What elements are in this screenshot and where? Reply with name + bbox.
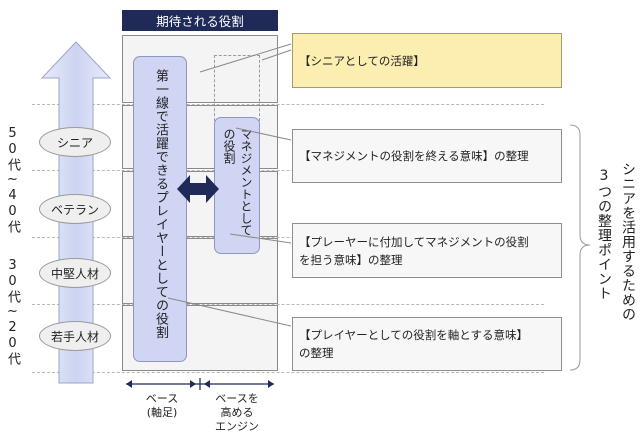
level-divider xyxy=(32,104,544,105)
level-veteran: ベテラン xyxy=(39,194,111,224)
level-mid-career: 中堅人材 xyxy=(39,258,111,288)
player-role-box: 第一線で活躍できるプレイヤーとしての役割 xyxy=(133,56,187,362)
level-divider xyxy=(32,372,544,373)
lower-age-label: 30代~20代 xyxy=(5,258,20,366)
point-box-management-end: 【マネジメントの役割を終える意味】の整理 xyxy=(292,129,562,183)
level-divider xyxy=(32,237,544,238)
upper-age-label: 50代~40代 xyxy=(5,126,20,234)
double-arrow-icon xyxy=(177,175,219,203)
expected-role-header: 期待される役割 xyxy=(122,10,278,31)
level-young: 若手人材 xyxy=(39,321,111,351)
point-box-player-plus-management: 【プレーヤーに付加してマネジメントの役割 を担う意味】の整理 xyxy=(292,223,562,278)
point-box-player-core: 【プレイヤーとしての役割を軸とする意味】 の整理 xyxy=(292,317,562,371)
level-divider xyxy=(32,304,544,305)
base-label: ベース (軸足) xyxy=(145,392,179,419)
level-senior: シニア xyxy=(39,127,111,157)
level-divider xyxy=(32,170,544,171)
right-summary-label: シニアを活用するための 3つの整理ポイント xyxy=(596,162,636,322)
engine-label: ベースを 高める エンジン xyxy=(215,392,259,433)
point-box-senior: 【シニアとしての活躍】 xyxy=(292,33,562,88)
